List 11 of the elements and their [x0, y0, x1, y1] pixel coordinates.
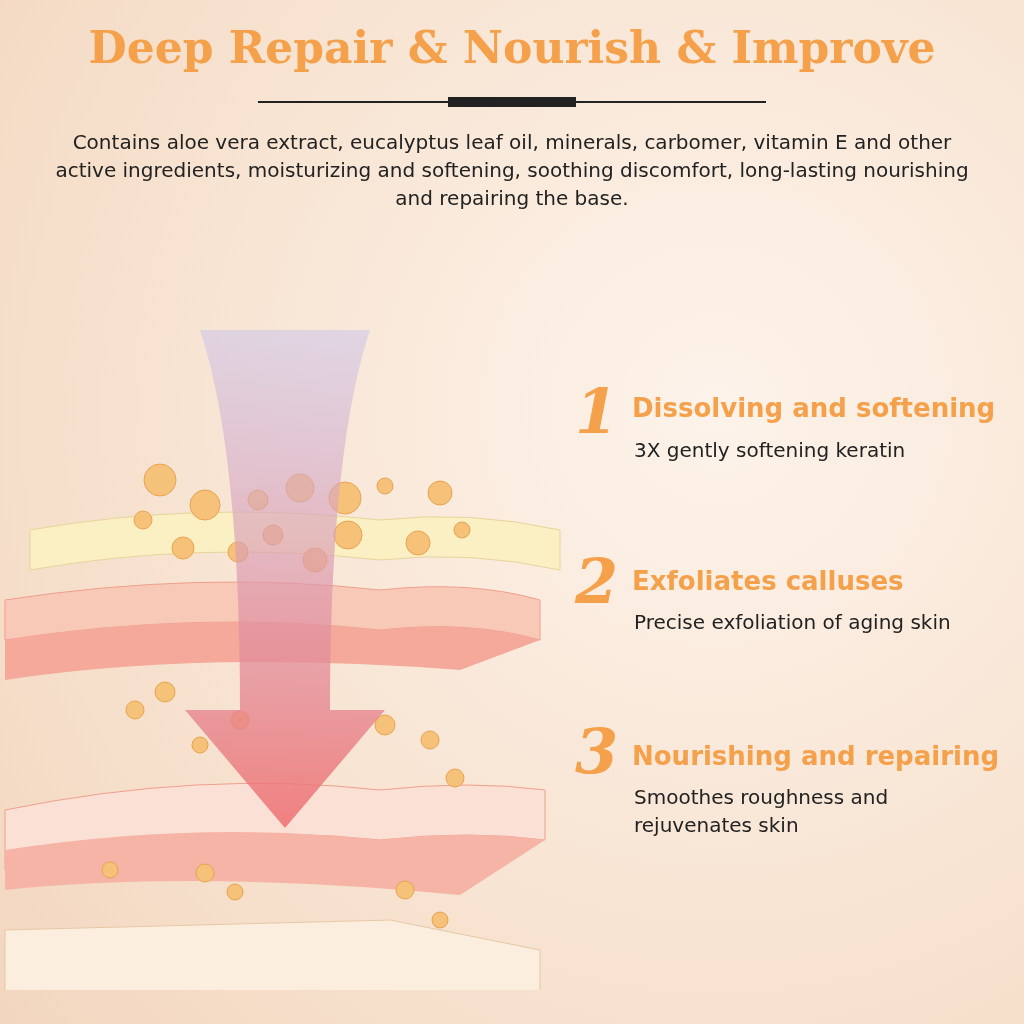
- step-description: 3X gently softening keratin: [634, 437, 907, 464]
- step-heading: Dissolving and softening: [632, 393, 996, 423]
- step-heading: Exfoliates calluses: [632, 566, 904, 596]
- step-number: 2: [575, 545, 619, 618]
- step-number: 1: [575, 375, 619, 448]
- step-number: 3: [575, 715, 619, 788]
- step-heading: Nourishing and repairing: [632, 741, 1000, 771]
- step-description: Smoothes roughness and rejuvenates skin: [634, 784, 890, 839]
- step-description: Precise exfoliation of aging skin: [634, 609, 952, 636]
- title: Deep Repair & Nourish & Improve: [87, 22, 937, 73]
- intro-paragraph: Contains aloe vera extract, eucalyptus leaf oil, minerals, carbomer, vitamin E and other active ingredients, moisturizing and softening, soothing discomfort, long-lasting nourishing and repairing the base.: [54, 129, 970, 212]
